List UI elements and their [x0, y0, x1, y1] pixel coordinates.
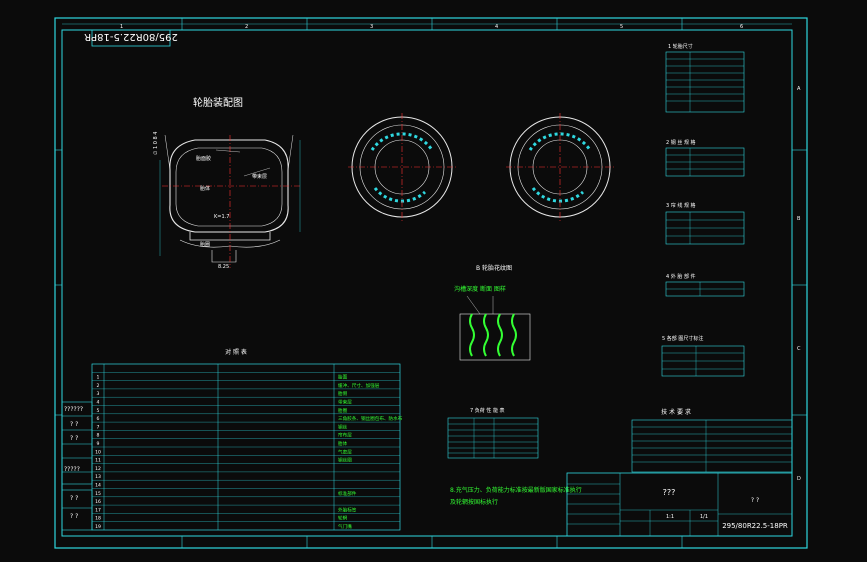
- compare-row-number: 9: [97, 441, 100, 447]
- zone-letter: A: [797, 86, 801, 92]
- assembly-title: 轮胎装配图: [193, 96, 243, 109]
- compare-row-part: 气门嘴: [338, 523, 352, 530]
- zone-number: 3: [370, 24, 373, 30]
- zone-letter: C: [797, 346, 801, 352]
- zone-number: 1: [120, 24, 123, 30]
- compare-row-part: 带束层: [338, 400, 352, 406]
- zone-number: 4: [495, 24, 498, 30]
- margin-cell: ?????: [64, 466, 80, 473]
- section-label: 4 外 胎 部 件: [666, 273, 696, 280]
- tire-side-view-left: [348, 113, 456, 221]
- compare-row-part: 标准部件: [338, 490, 357, 497]
- compare-row-number: 19: [95, 524, 101, 530]
- note-line-2: 及轮辋按国标执行: [450, 498, 498, 506]
- tire-side-view-right: [506, 113, 614, 221]
- svg-text:胎圈: 胎圈: [200, 241, 210, 248]
- tread-pattern: B 轮胎花纹图 沟槽深度 断面 图样: [454, 264, 531, 361]
- left-margin-table: ?????? ? ? ? ? ????? ? ? ? ?: [61, 401, 93, 531]
- compare-row-part: 胎体: [338, 440, 348, 447]
- title-block-sheet: 1/1: [700, 514, 708, 520]
- svg-text:带束层: 带束层: [252, 174, 267, 180]
- compare-row-number: 10: [95, 449, 101, 455]
- compare-row-number: 4: [97, 400, 100, 406]
- load-table: 7 负荷 性 能 表: [447, 407, 539, 459]
- rotated-part-number: 295/80R22.5-18PR: [84, 31, 178, 42]
- spec-section-2: 2 钢 丝 规 格: [665, 139, 745, 177]
- spec-section-3: 3 帘 线 规 格: [665, 202, 745, 245]
- svg-text:胎体: 胎体: [200, 185, 210, 192]
- compare-row-part: 帘布层: [338, 432, 352, 439]
- margin-cell: ? ?: [70, 513, 78, 520]
- comparison-table: 对 照 表 1 胎面 2 缓冲、尺寸、加强层 3 胎侧 4 带束层 5 胎圈 6 三角胶条、钢丝圈包布…: [91, 348, 403, 531]
- compare-row-number: 6: [97, 416, 100, 422]
- compare-row-number: 5: [97, 408, 100, 414]
- svg-text:K=1.7: K=1.7: [214, 214, 229, 220]
- title-block-part-number: 295/80R22.5-18PR: [722, 522, 788, 530]
- title-block-ratio: 1:1: [666, 514, 674, 520]
- zone-number: 6: [740, 24, 743, 30]
- compare-row-number: 3: [97, 391, 100, 397]
- title-block-name: ???: [663, 488, 676, 497]
- zone-number: 2: [245, 24, 248, 30]
- compare-row-number: 8: [97, 433, 100, 439]
- svg-text:胎面胶: 胎面胶: [196, 155, 211, 162]
- compare-row-part: 三角胶条、钢丝圈包布、防水布: [338, 415, 403, 422]
- spec-section-5: 5 各部 图尺寸标注: [661, 335, 745, 377]
- compare-row-number: 2: [97, 383, 100, 389]
- compare-row-part: 气密层: [338, 448, 352, 455]
- top-zone-ticks: 1 2 3 4 5 6 A B C D: [55, 18, 807, 548]
- zone-number: 5: [620, 24, 623, 30]
- compare-title: 对 照 表: [225, 348, 247, 356]
- margin-cell: ? ?: [70, 421, 78, 428]
- note-line-1: 8.充气压力、负荷能力标准按最新版国家标准执行: [450, 486, 582, 494]
- spec-section-4: 4 外 胎 部 件: [665, 273, 745, 297]
- compare-row-number: 17: [95, 507, 101, 513]
- zone-letter: B: [797, 216, 801, 222]
- tech-requirements-table: 技 术 要 求: [631, 408, 793, 473]
- compare-row-part: 钢丝: [338, 423, 348, 430]
- compare-row-part: 胎面: [338, 374, 348, 381]
- compare-row-part: 轮辋: [338, 515, 348, 522]
- section-label: 1 轮胎尺寸: [668, 43, 693, 50]
- compare-row-part: 胎圈: [338, 407, 348, 414]
- compare-row-part: 胎侧: [338, 390, 348, 397]
- section-label: 2 钢 丝 规 格: [666, 139, 696, 146]
- compare-row-number: 11: [95, 458, 101, 464]
- compare-row-number: 7: [97, 424, 100, 430]
- compare-row-part: 缓冲、尺寸、加强层: [338, 382, 380, 389]
- rotated-title-box: 295/80R22.5-18PR: [84, 29, 178, 47]
- margin-cell: ? ?: [70, 435, 78, 442]
- margin-cell: ? ?: [70, 495, 78, 502]
- tire-assembly-drawing: 轮胎装配图 ∅ 1 0 8 4 胎面胶 带束层 胎体 K=1.7 胎圈 8.25: [153, 96, 301, 270]
- load-table-title: 7 负荷 性 能 表: [470, 407, 505, 414]
- inner-border: [61, 29, 793, 537]
- compare-row-number: 15: [95, 491, 101, 497]
- compare-row-number: 13: [95, 474, 101, 480]
- section-label: 3 帘 线 规 格: [666, 202, 696, 209]
- spec-section-1: 1 轮胎尺寸: [665, 43, 745, 113]
- margin-cell: ??????: [64, 406, 83, 413]
- tread-title: B 轮胎花纹图: [476, 264, 512, 272]
- zone-letter: D: [797, 476, 801, 482]
- section-label: 5 各部 图尺寸标注: [662, 335, 703, 342]
- tech-title: 技 术 要 求: [661, 408, 691, 416]
- compare-row-number: 12: [95, 466, 101, 472]
- compare-row-number: 18: [95, 516, 101, 522]
- compare-row-part: 钢丝圈: [338, 457, 352, 464]
- outer-border: [54, 17, 808, 549]
- compare-row-number: 14: [95, 483, 101, 489]
- title-block-code: ? ?: [751, 497, 759, 504]
- tread-label: 沟槽深度 断面 图样: [454, 285, 506, 293]
- title-block: ??? ? ? 295/80R22.5-18PR 1:1 1/1: [566, 472, 793, 537]
- compare-row-number: 16: [95, 499, 101, 505]
- compare-row-number: 1: [97, 375, 100, 381]
- svg-text:8.25: 8.25: [218, 264, 229, 270]
- svg-text:∅ 1 0 8 4: ∅ 1 0 8 4: [153, 132, 159, 155]
- compare-row-part: 外胎标签: [338, 506, 357, 513]
